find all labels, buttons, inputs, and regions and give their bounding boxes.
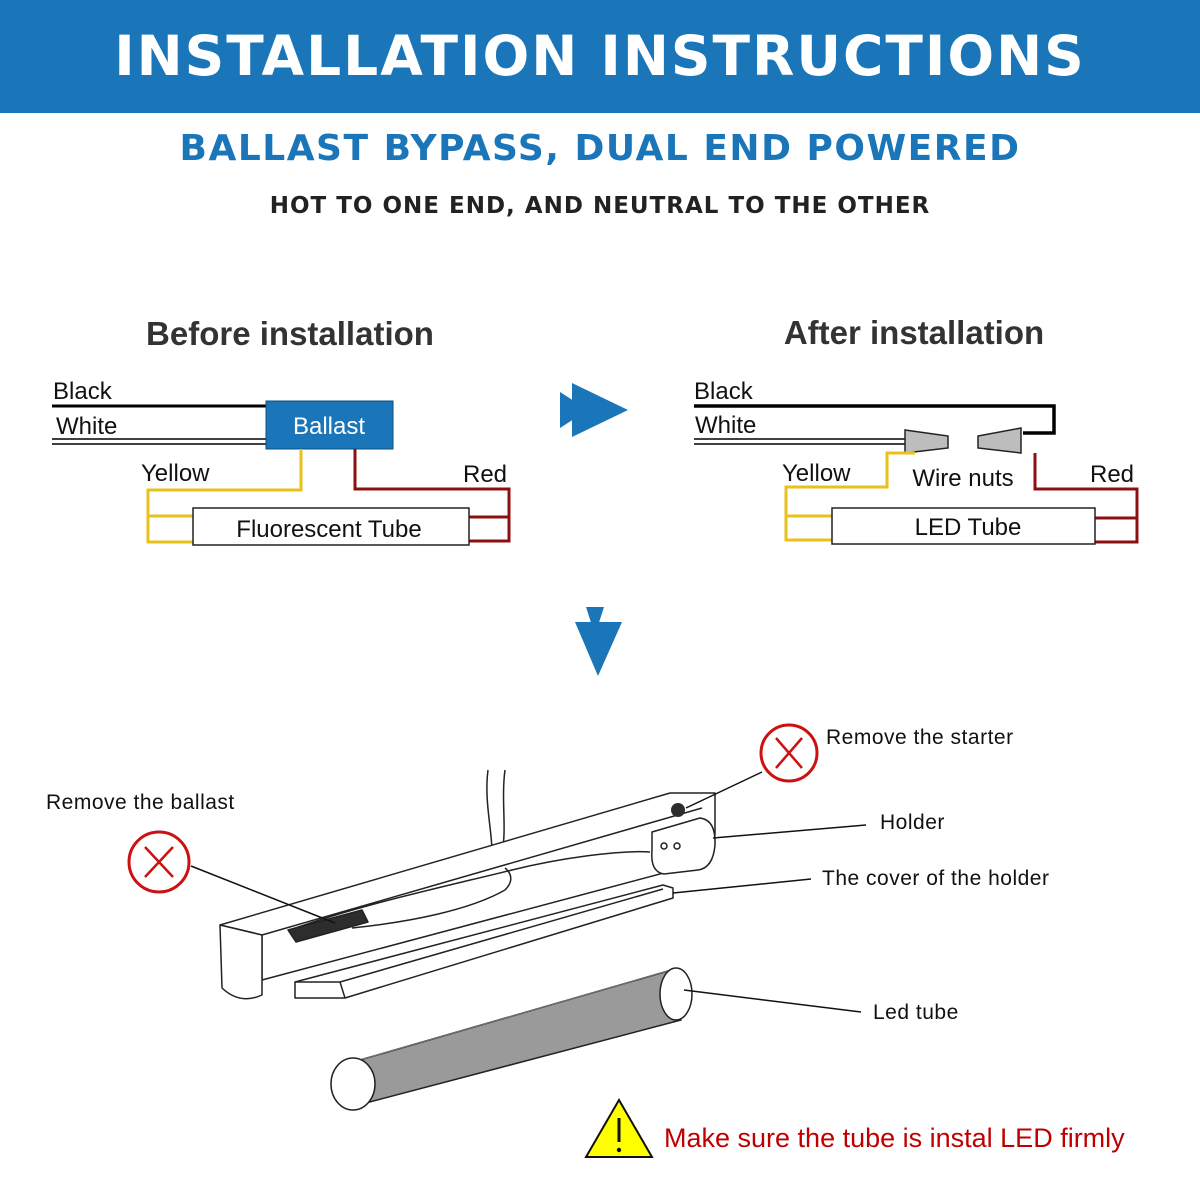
down-arrow-icon [575, 607, 622, 676]
led-tube-body [352, 970, 682, 1105]
remove-ballast-x-icon [127, 830, 191, 894]
page-title: INSTALLATION INSTRUCTIONS [114, 24, 1086, 88]
after-red-label: Red [1090, 461, 1134, 488]
callout-line-ballast [190, 865, 336, 924]
before-diagram: Before installation Black White Ballast … [52, 315, 511, 546]
before-yellow-wire-outer [146, 449, 303, 544]
wire-nut-left-icon [904, 429, 949, 454]
led-tube-cap-right [659, 967, 693, 1021]
power-cable-2 [501, 769, 506, 853]
led-tube-highlight [352, 970, 669, 1063]
led-tube-label: LED Tube [915, 514, 1022, 541]
before-yellow-label: Yellow [141, 460, 210, 487]
holder-pin-right [673, 842, 681, 850]
fixture-illustration [219, 769, 716, 1111]
warning-triangle-icon [584, 1098, 654, 1158]
right-arrow-icon [560, 383, 628, 437]
holder-right [651, 817, 716, 875]
after-black-label: Black [694, 378, 754, 405]
remove-starter-label: Remove the starter [826, 726, 1014, 749]
after-yellow-label: Yellow [782, 460, 851, 487]
after-black-wire [694, 404, 1056, 435]
before-heading: Before installation [146, 315, 434, 352]
before-white-label: White [56, 413, 117, 440]
callout-lines [190, 771, 867, 1013]
header-banner: INSTALLATION INSTRUCTIONS [0, 0, 1200, 113]
holder-label: Holder [880, 811, 945, 834]
ballast-plate [287, 909, 369, 943]
starter-dot [671, 803, 685, 817]
fixture-inner-wiring-2 [351, 867, 512, 929]
fluorescent-tube-label: Fluorescent Tube [236, 516, 421, 543]
holder-pin-left [660, 842, 668, 850]
remove-ballast-label: Remove the ballast [46, 791, 235, 814]
wire-nut-right-icon [977, 427, 1022, 454]
before-red-label: Red [463, 461, 507, 488]
remove-starter-x-icon [759, 723, 819, 783]
led-tube-cap-left [330, 1057, 376, 1111]
fixture-left-endcap [219, 924, 263, 1000]
holder-cover-label: The cover of the holder [822, 867, 1049, 890]
callout-line-starter [685, 771, 763, 809]
fixture-inner-wiring [289, 850, 651, 931]
fluorescent-tube-box [192, 507, 470, 546]
callout-line-led-tube [683, 989, 862, 1013]
before-red-wire-outer [353, 449, 511, 543]
ballast-box [265, 400, 394, 450]
before-black-label: Black [53, 378, 113, 405]
after-white-label: White [695, 412, 756, 439]
callout-line-holder [712, 824, 867, 839]
ballast-label: Ballast [293, 413, 365, 440]
subtitle: BALLAST BYPASS, DUAL END POWERED [179, 128, 1021, 169]
after-red-wire-outer [1033, 453, 1139, 544]
wire-nuts-label: Wire nuts [912, 465, 1013, 492]
after-yellow-wire-outer [784, 451, 915, 542]
after-diagram: After installation Black White Wire nuts… [694, 314, 1139, 545]
holder-cover-fold [339, 981, 346, 999]
wiring-note: HOT TO ONE END, AND NEUTRAL TO THE OTHER [269, 193, 931, 219]
led-tube-callout-label: Led tube [873, 1001, 959, 1024]
led-tube-box [831, 507, 1096, 545]
after-heading: After installation [784, 314, 1044, 351]
power-cable [486, 769, 493, 853]
callout-line-holder-cover [672, 878, 812, 894]
warning-text: Make sure the tube is instal LED firmly [664, 1123, 1125, 1153]
